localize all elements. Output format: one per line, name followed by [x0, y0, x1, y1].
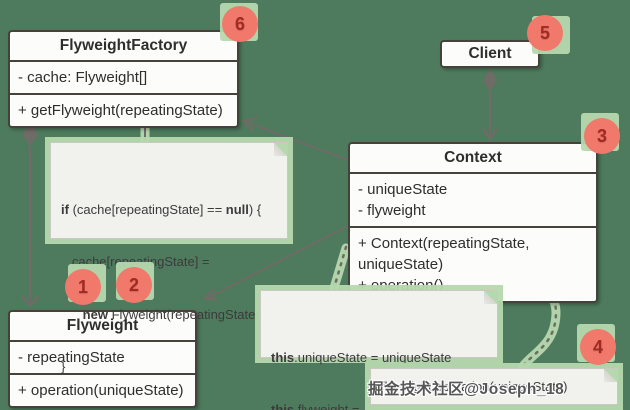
class-method: + Context(repeatingState, uniqueState)	[358, 235, 530, 273]
note-fold-icon	[604, 369, 617, 382]
class-context: Context - uniqueState - flyweight + Cont…	[348, 142, 598, 303]
code-line: flyweight.operation(uniqueState)	[381, 378, 568, 394]
note-context-constructor-code: this.uniqueState = uniqueState this.flyw…	[260, 290, 498, 410]
class-method: + operation(uniqueState)	[10, 373, 195, 406]
badge-3: 3	[584, 118, 620, 154]
note-operation-code: flyweight.operation(uniqueState)	[370, 368, 618, 405]
class-title: FlyweightFactory	[59, 37, 188, 54]
class-title: Flyweight	[66, 317, 139, 334]
arrowhead-icon	[241, 116, 258, 132]
badge-6: 6	[222, 6, 258, 42]
arrowhead-icon	[21, 295, 39, 309]
note-fold-icon	[274, 143, 287, 156]
note-connector-glow	[329, 243, 351, 293]
code-line: new Flyweight(repeatingState)	[82, 306, 260, 322]
note-connector-context-code	[332, 245, 348, 290]
code-line: this.flyweight =	[271, 402, 360, 410]
class-attribute: - repeatingState	[10, 340, 195, 373]
class-attribute: - cache: Flyweight[]	[10, 60, 237, 93]
class-client: Client	[440, 40, 540, 68]
aggregation-diamond-icon	[483, 69, 497, 92]
class-attributes: - uniqueState - flyweight	[350, 172, 596, 226]
class-attribute: - uniqueState	[358, 181, 448, 198]
arrowhead-icon	[481, 128, 499, 142]
class-attribute: - flyweight	[358, 202, 426, 219]
class-methods: + Context(repeatingState, uniqueState) +…	[350, 226, 596, 301]
code-line: if (cache[repeatingState] == null) {	[61, 201, 262, 217]
class-title: Context	[444, 149, 502, 166]
class-flyweight-factory: FlyweightFactory - cache: Flyweight[] + …	[8, 30, 239, 128]
badge-5: 5	[527, 15, 563, 51]
class-method: + getFlyweight(repeatingState)	[10, 93, 237, 126]
badge-2: 2	[116, 267, 152, 303]
watermark: 掘金技术社区@Joseph_18	[368, 381, 565, 398]
class-title: Client	[468, 45, 512, 62]
note-getflyweight-code: if (cache[repeatingState] == null) { cac…	[50, 142, 288, 374]
note-fold-icon	[484, 291, 497, 304]
badge-4: 4	[580, 329, 616, 365]
class-method: + operation()	[358, 277, 444, 294]
class-flyweight: Flyweight - repeatingState + operation(u…	[8, 310, 197, 408]
code-line: this.uniqueState = uniqueState	[271, 349, 452, 365]
code-line: }	[61, 359, 66, 374]
badge-1: 1	[65, 269, 101, 305]
